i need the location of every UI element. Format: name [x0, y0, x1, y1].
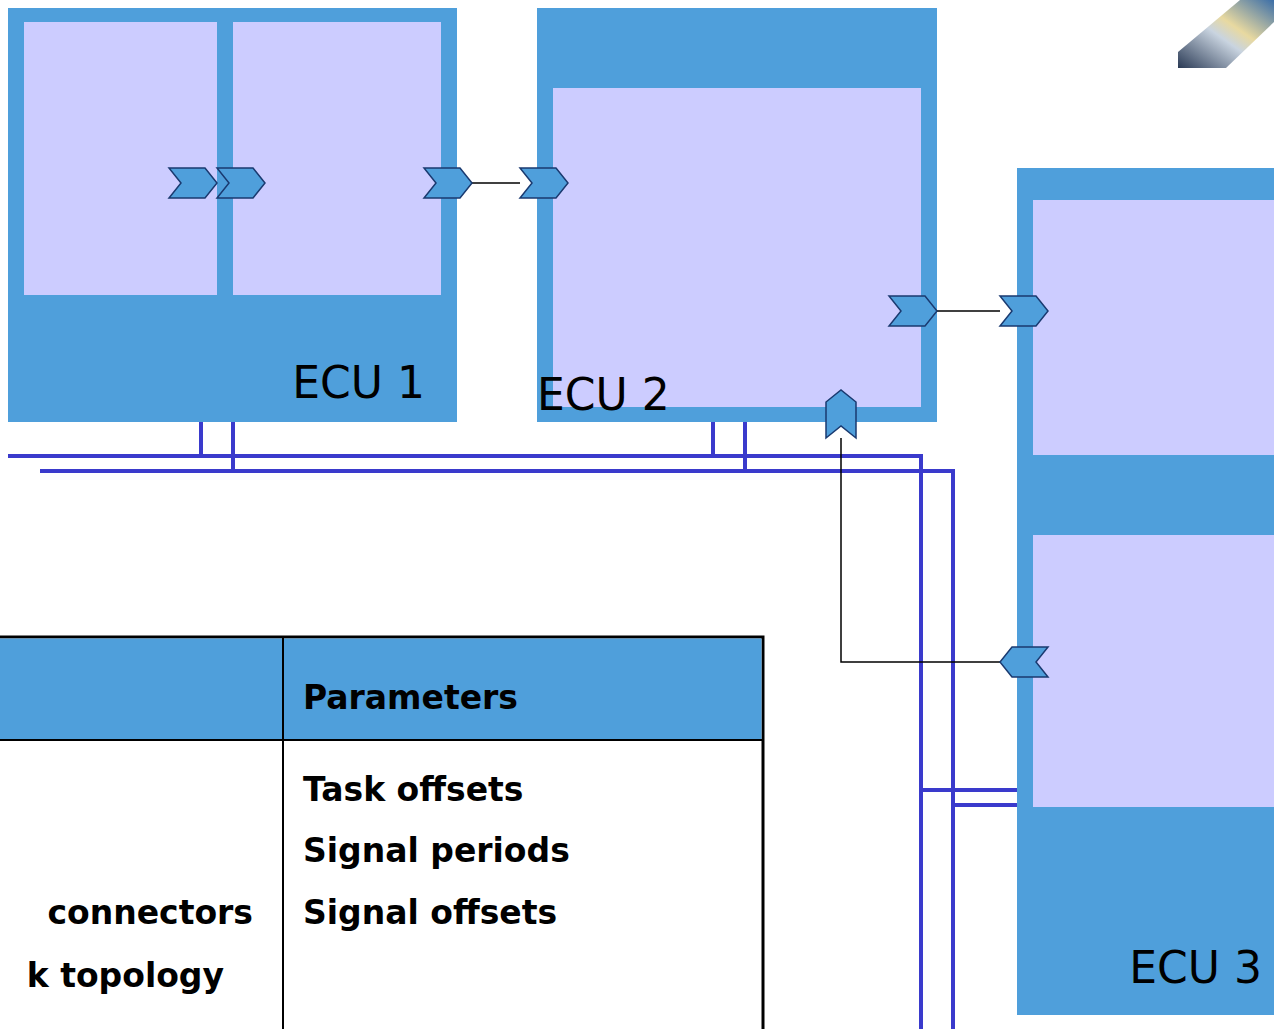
software-component: [1033, 535, 1274, 807]
table-cell: connectors: [47, 893, 253, 933]
bus-drop: [199, 422, 203, 456]
bus-drop: [711, 422, 715, 456]
table-rule: [282, 637, 284, 1029]
table-text: Parameters: [303, 678, 518, 718]
signal-connector: [841, 438, 1000, 662]
signal-connector: [472, 182, 520, 184]
photo-fragment: [1178, 0, 1274, 68]
table-cell: k topology: [27, 956, 224, 996]
bus-line: [8, 456, 921, 1029]
bus-drop: [743, 422, 747, 471]
table-text: k topology: [27, 956, 224, 996]
internal-ports: [169, 168, 265, 198]
photo-frame: [1178, 0, 1274, 68]
port-chevron: [826, 390, 856, 438]
bus-drop: [231, 422, 235, 471]
table-cell: Parameters: [303, 678, 518, 718]
port-chevron: [424, 168, 472, 198]
table-cell: Signal periods: [303, 831, 570, 871]
software-component: [24, 22, 217, 295]
port-chevron: [1000, 296, 1048, 326]
bus-drop: [921, 788, 1017, 792]
table-text: Signal offsets: [303, 893, 557, 933]
port-chevron: [1000, 647, 1048, 677]
ecu-label: ECU 2: [537, 369, 670, 422]
ecu-label: ECU 3: [1129, 942, 1262, 995]
software-component: [553, 88, 921, 407]
network-bus: [8, 422, 1017, 1029]
table-header: [0, 639, 762, 741]
table-rule: [0, 739, 763, 741]
port-chevron: [169, 168, 217, 198]
port-chevron: [520, 168, 568, 198]
table-cell: Signal offsets: [303, 893, 557, 933]
signal-connector: [937, 310, 1000, 312]
software-component: [1033, 200, 1274, 455]
software-component: [233, 22, 441, 295]
bus-line: [40, 471, 953, 1029]
bus-drop: [953, 803, 1017, 807]
table-text: connectors: [47, 893, 253, 933]
table-text: Signal periods: [303, 831, 570, 871]
table-text: Task offsets: [303, 770, 523, 810]
table-cell: Task offsets: [303, 770, 523, 810]
ecu-label: ECU 1: [292, 357, 425, 410]
table-frame: [0, 637, 763, 1029]
